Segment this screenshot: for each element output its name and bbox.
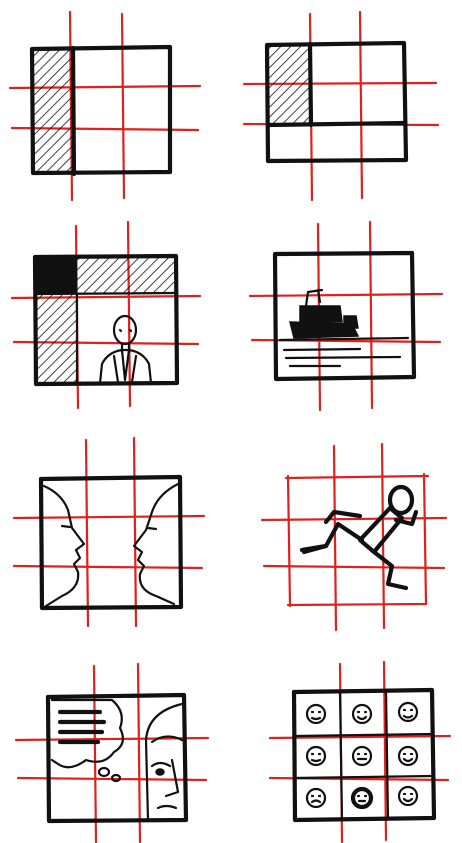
sketch-frame-3 bbox=[12, 222, 200, 408]
sketch-frame-2 bbox=[244, 12, 438, 200]
sketch-frame-5 bbox=[14, 438, 204, 626]
divider-line bbox=[73, 48, 74, 174]
divider-line bbox=[36, 293, 176, 294]
man-in-suit bbox=[100, 316, 151, 383]
speech-bubble bbox=[52, 700, 123, 781]
shaded-region bbox=[269, 46, 309, 124]
shaded-region bbox=[34, 50, 72, 174]
nine-faces bbox=[307, 703, 417, 807]
face-icon bbox=[399, 703, 417, 721]
face-closeup bbox=[146, 704, 182, 820]
face-icon bbox=[353, 705, 371, 723]
divider-line bbox=[268, 123, 405, 125]
boat bbox=[290, 290, 358, 338]
left-face-profile bbox=[44, 486, 84, 606]
shaded-left-band bbox=[37, 294, 77, 382]
divider-lines bbox=[295, 734, 433, 778]
right-face-profile bbox=[134, 484, 178, 604]
face-icon bbox=[307, 705, 325, 723]
face-icon bbox=[399, 787, 417, 805]
face-icon bbox=[307, 747, 325, 765]
face-icon bbox=[399, 747, 417, 765]
face-icon bbox=[307, 789, 325, 807]
face-icon bbox=[353, 789, 371, 807]
divider-line bbox=[310, 44, 311, 125]
sketch-frame-4 bbox=[250, 222, 442, 410]
dark-corner bbox=[37, 258, 77, 294]
sketch-frame-1 bbox=[10, 12, 200, 200]
face-icon bbox=[353, 747, 371, 765]
sketch-frame-8 bbox=[270, 662, 450, 842]
sketch-frame-6 bbox=[262, 444, 446, 630]
sketch-frame-7 bbox=[16, 664, 208, 842]
running-figure bbox=[302, 487, 416, 588]
